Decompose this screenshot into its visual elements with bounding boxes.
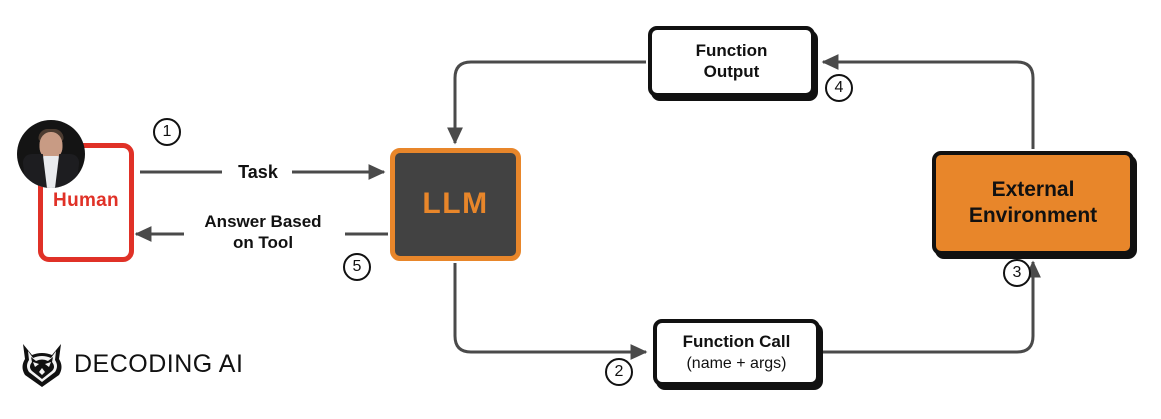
step-badge-2: 2 (605, 358, 633, 386)
human-node[interactable] (38, 143, 134, 262)
function-output-label-line1: Function (695, 40, 768, 60)
edge-to-environment (822, 260, 1041, 354)
external-environment-node[interactable]: External Environment (932, 151, 1134, 255)
edge-label-answer-line2: on Tool (232, 233, 294, 253)
step-badge-5: 5 (343, 253, 371, 281)
step-badge-4: 4 (825, 74, 853, 102)
edge-output-to-llm (447, 60, 646, 145)
brand: DECODING AI (18, 340, 243, 388)
function-output-label-line2: Output (703, 61, 760, 81)
external-environment-label-line1: External (991, 178, 1075, 202)
edge-label-answer: Answer Based on Tool (185, 211, 341, 254)
step-badge-3: 3 (1003, 259, 1031, 287)
brand-name: DECODING AI (74, 349, 244, 378)
edge-function-output (821, 54, 1035, 149)
avatar-jacket-left (21, 154, 48, 188)
avatar-face (39, 132, 63, 159)
edge-label-task: Task (226, 161, 290, 184)
step-badge-1: 1 (153, 118, 181, 146)
human-label: Human (53, 190, 119, 211)
edge-label-answer-line1: Answer Based (204, 212, 322, 231)
avatar (17, 120, 85, 188)
function-call-node[interactable]: Function Call (name + args) (653, 319, 820, 386)
llm-label: LLM (422, 187, 489, 221)
fox-head-icon (22, 344, 62, 387)
edge-function-call (453, 263, 648, 360)
external-environment-label-line2: Environment (968, 204, 1098, 227)
llm-node[interactable]: LLM (390, 148, 521, 261)
function-call-subtitle: (name + args) (686, 354, 787, 372)
function-call-title: Function Call (682, 331, 791, 351)
function-output-node[interactable]: Function Output (648, 26, 815, 97)
avatar-jacket-right (54, 154, 81, 188)
